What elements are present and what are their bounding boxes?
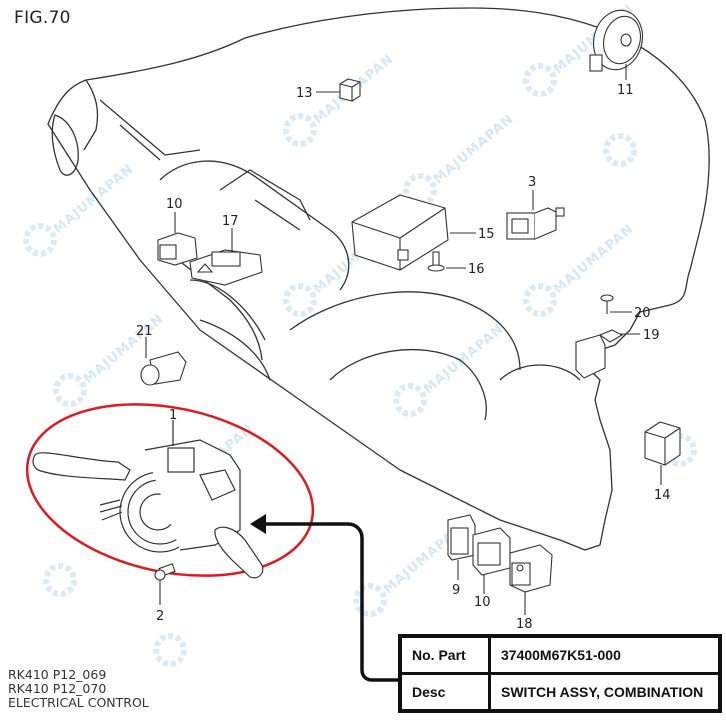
- part-2-bolt[interactable]: [154, 563, 176, 605]
- part-number-label: No. Part: [398, 634, 491, 675]
- callout-9: 9: [452, 583, 460, 598]
- callout-14: 14: [654, 488, 671, 503]
- callout-11: 11: [617, 83, 634, 98]
- watermark-text: MAJUMAPAN: [431, 112, 517, 188]
- highlight-ellipse: [25, 403, 315, 577]
- description-row: Desc SWITCH ASSY, COMBINATION: [398, 672, 722, 713]
- callout-19: 19: [643, 328, 660, 343]
- callout-3: 3: [528, 175, 536, 190]
- part-18-switch[interactable]: [509, 544, 553, 615]
- part-number-row: No. Part 37400M67K51-000: [398, 634, 722, 675]
- watermark-layer: MAJUMAPAN MAJUMAPAN MAJUMAPAN MAJUMAPAN …: [23, 2, 697, 667]
- callout-18: 18: [516, 617, 533, 632]
- description-value: SWITCH ASSY, COMBINATION: [488, 672, 722, 713]
- footer-line-1: RK410 P12_069: [8, 667, 107, 682]
- callout-10b: 10: [474, 595, 491, 610]
- part-11-horn[interactable]: [587, 5, 649, 80]
- part-10-switch-lower[interactable]: [472, 527, 511, 594]
- part-20-screw[interactable]: [600, 294, 632, 314]
- figure-title: FIG.70: [14, 8, 71, 28]
- part-16-screw[interactable]: [427, 251, 466, 272]
- callout-20: 20: [634, 306, 651, 321]
- part-number-value: 37400M67K51-000: [488, 634, 722, 675]
- part-21-socket[interactable]: [140, 337, 187, 386]
- part-10-switch-upper[interactable]: [157, 212, 198, 266]
- description-label: Desc: [398, 672, 491, 713]
- callout-16: 16: [468, 262, 485, 277]
- watermark-text: MAJUMAPAN: [421, 322, 507, 398]
- part-3-sensor-switch[interactable]: [506, 190, 565, 240]
- part-15-control-unit[interactable]: [351, 194, 476, 271]
- callout-15: 15: [478, 227, 495, 242]
- watermark-text: MAJUMAPAN: [551, 222, 637, 298]
- pointer-arrow: [262, 522, 398, 682]
- part-1-combination-switch[interactable]: [32, 420, 264, 579]
- callout-13: 13: [296, 86, 313, 101]
- part-9-switch[interactable]: [447, 514, 476, 580]
- callout-21: 21: [136, 324, 153, 339]
- part-17-hazard-switch[interactable]: [189, 228, 263, 286]
- part-19-bracket-unit[interactable]: [575, 329, 640, 379]
- footer-line-3: ELECTRICAL CONTROL: [8, 695, 149, 710]
- watermark-text: MAJUMAPAN: [51, 162, 137, 238]
- part-14-relay[interactable]: [644, 421, 681, 485]
- arrowhead-icon: [250, 514, 266, 534]
- footer-line-2: RK410 P12_070: [8, 681, 107, 696]
- callout-1: 1: [169, 408, 177, 423]
- part-info-table: No. Part 37400M67K51-000 Desc SWITCH ASS…: [398, 634, 722, 713]
- part-13-relay[interactable]: [316, 78, 361, 102]
- callout-10a: 10: [166, 197, 183, 212]
- dashboard-outline: [47, 7, 710, 551]
- callout-2: 2: [156, 609, 164, 624]
- figure-footer: RK410 P12_069 RK410 P12_070 ELECTRICAL C…: [8, 668, 149, 710]
- callout-17: 17: [222, 214, 239, 229]
